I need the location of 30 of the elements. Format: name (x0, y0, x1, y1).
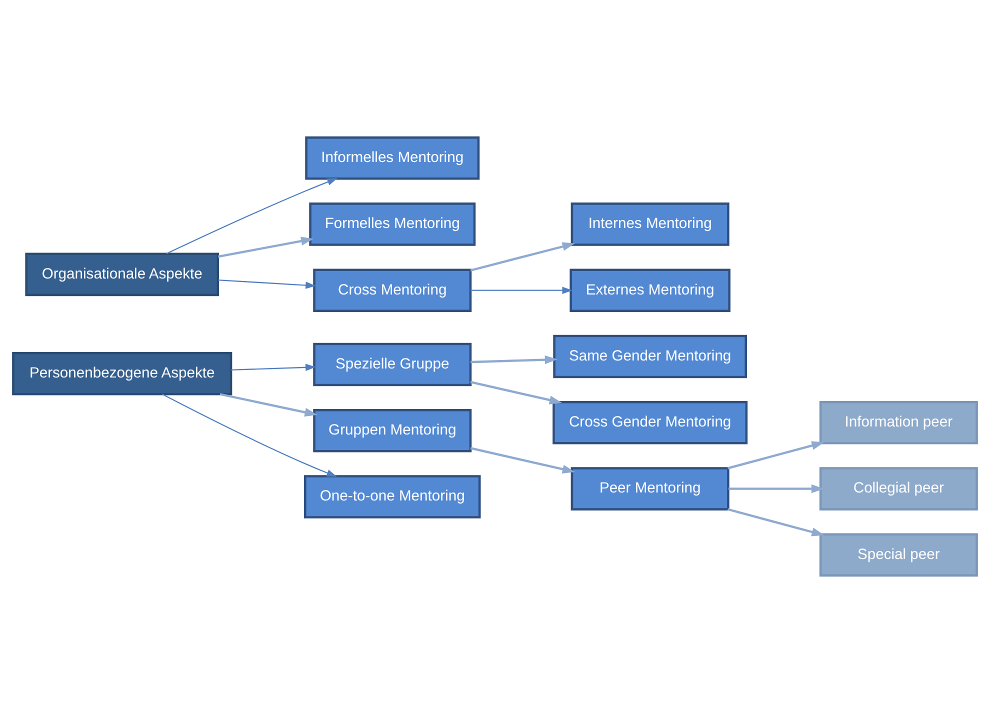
arrow (470, 286, 573, 294)
arrow (470, 380, 562, 404)
node-box: One-to-one Mentoring (304, 475, 481, 518)
node-box: Organisationale Aspekte (25, 252, 220, 296)
node-box: Formelles Mentoring (309, 202, 476, 246)
arrow (218, 236, 314, 258)
node-box: Same Gender Mentoring (553, 334, 747, 378)
node-box: Informelles Mentoring (305, 136, 480, 180)
arrow (470, 355, 558, 364)
arrow (470, 447, 576, 474)
node-box: Special peer (819, 533, 978, 577)
arrow (470, 242, 576, 272)
node-box: Cross Mentoring (313, 268, 472, 312)
node-box: Internes Mentoring (570, 202, 730, 246)
arrow (231, 364, 316, 371)
node-box: Externes Mentoring (570, 268, 730, 312)
node-box: Collegial peer (819, 467, 978, 510)
arrow (218, 279, 316, 289)
node-box: Spezielle Gruppe (313, 342, 472, 386)
arrow (220, 393, 318, 417)
node-box: Peer Mentoring (570, 467, 730, 510)
arrow (728, 441, 824, 470)
node-box: Personenbezogene Aspekte (12, 352, 232, 396)
node-box: Gruppen Mentoring (313, 408, 472, 452)
arrow (728, 508, 824, 536)
arrow (728, 484, 824, 494)
node-box: Information peer (819, 400, 978, 444)
arrow (162, 394, 337, 477)
node-box: Cross Gender Mentoring (552, 400, 748, 444)
arrow (166, 178, 338, 254)
